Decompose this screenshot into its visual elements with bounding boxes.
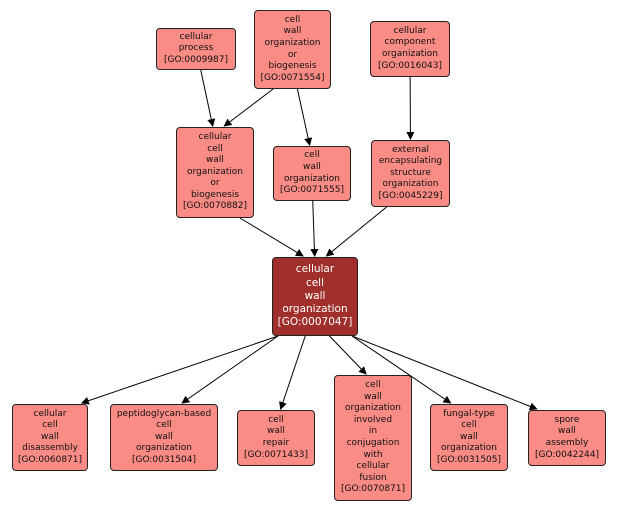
node-spore-wall-assembly[interactable]: spore wall assembly [GO:0042244]	[528, 410, 606, 466]
node-fungal-type-cell-wall-organization[interactable]: fungal-type cell wall organization [GO:0…	[430, 404, 508, 471]
node-external-encapsulating-structure-organization[interactable]: external encapsulating structure organiz…	[371, 140, 450, 207]
edge-n0007047-to-n0031504	[181, 335, 279, 404]
node-cellular-cell-wall-disassembly[interactable]: cellular cell wall disassembly [GO:00608…	[12, 404, 88, 471]
edge-n0007047-to-n0060871	[80, 335, 279, 405]
node-cell-wall-organization-involved-in-conjugation[interactable]: cell wall organization involved in conju…	[334, 375, 412, 501]
node-cellular-cell-wall-organization-focus[interactable]: cellular cell wall organization [GO:0007…	[272, 257, 358, 336]
node-cell-wall-organization[interactable]: cell wall organization [GO:0071555]	[273, 146, 351, 201]
node-cellular-component-organization[interactable]: cellular component organization [GO:0016…	[370, 21, 450, 77]
edge-n0007047-to-n0070871	[329, 335, 367, 375]
edge-n0045229-to-n0007047	[325, 206, 387, 257]
edge-n0007047-to-n0031505	[351, 335, 452, 404]
node-cell-wall-repair[interactable]: cell wall repair [GO:0071433]	[237, 410, 315, 466]
edge-n0071554-to-n0070882	[223, 88, 274, 127]
edge-n0071554-to-n0071555	[296, 88, 313, 146]
edge-n0007047-to-n0071433	[279, 335, 306, 410]
edge-n0009987-to-n0070882	[200, 69, 216, 127]
node-cellular-cell-wall-organization-or-biogenesis[interactable]: cellular cell wall organization or bioge…	[176, 127, 254, 218]
node-cellular-process[interactable]: cellular process [GO:0009987]	[156, 28, 236, 70]
edge-n0007047-to-n0042244	[351, 335, 538, 411]
edge-n0070882-to-n0007047	[239, 217, 304, 257]
edge-n0071555-to-n0007047	[310, 200, 319, 257]
node-peptidoglycan-based-cell-wall-organization[interactable]: peptidoglycan-based cell wall organizati…	[110, 404, 218, 471]
node-cell-wall-organization-or-biogenesis[interactable]: cell wall organization or biogenesis [GO…	[254, 10, 331, 89]
